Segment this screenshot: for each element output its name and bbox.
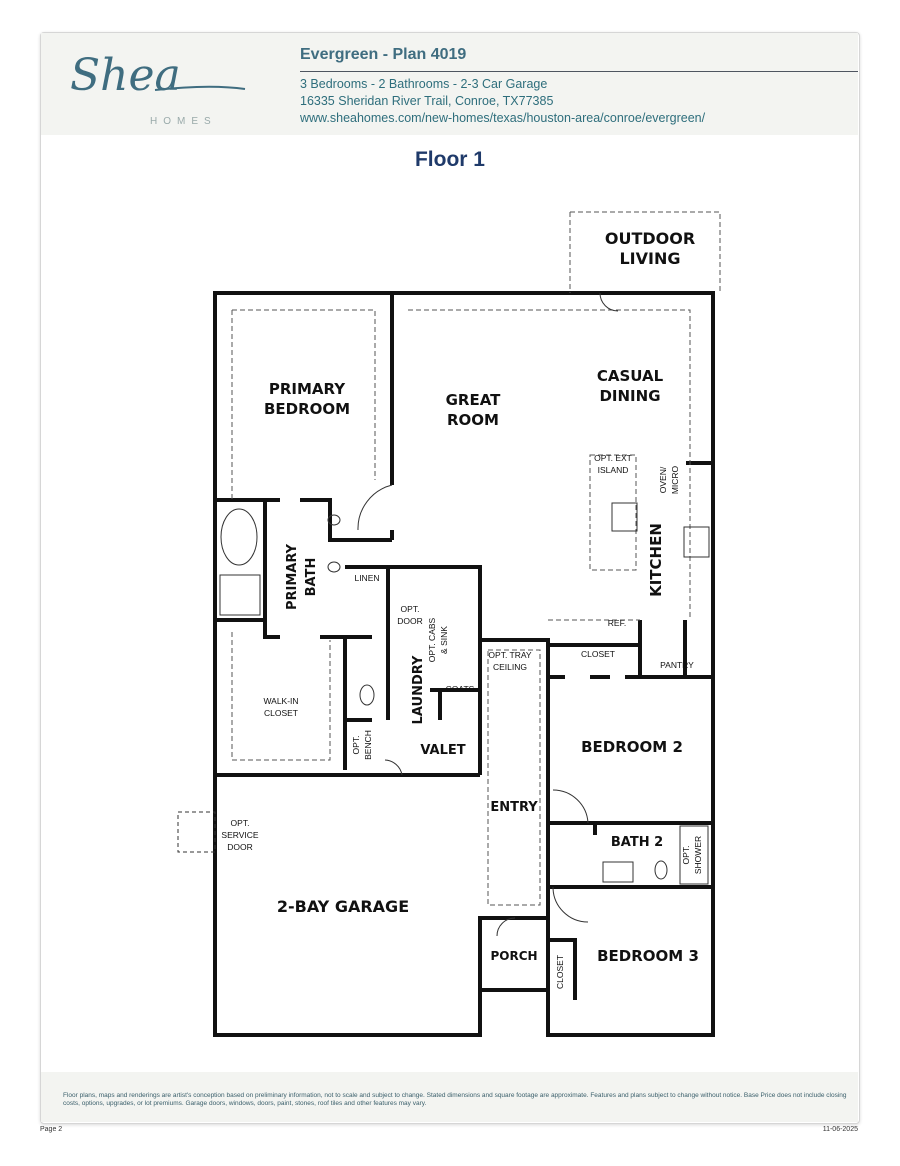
note-ref: REF.: [608, 618, 626, 628]
floor-title: Floor 1: [414, 148, 485, 171]
room-laundry: LAUNDRY: [411, 655, 426, 724]
note-opt-tray-ceiling: OPT. TRAY: [488, 650, 531, 660]
page-number: Page 2: [40, 1126, 63, 1133]
room-bedroom-2: BEDROOM 2: [581, 738, 683, 756]
room-outdoor-living: OUTDOOR: [605, 229, 695, 248]
fixtures: [177, 292, 710, 937]
room-great-room: GREAT: [446, 391, 502, 409]
note-walk-in-closet: WALK-IN: [263, 696, 298, 706]
room-primary-bedroom: PRIMARY: [269, 380, 346, 398]
plan-notes: OPT. EXT ISLAND OVEN/ MICRO LINEN OPT. D…: [221, 453, 703, 989]
note-opt-bench: OPT.: [351, 736, 361, 755]
note-coats: COATS: [446, 684, 475, 694]
note-closet: CLOSET: [581, 649, 615, 659]
note-opt-tray-ceiling: CEILING: [493, 662, 527, 672]
note-walk-in-closet: CLOSET: [264, 708, 298, 718]
room-great-room: ROOM: [447, 411, 499, 429]
logo-subtext: HOMES: [150, 116, 217, 127]
room-labels: OUTDOOR LIVING PRIMARY BEDROOM GREAT ROO…: [264, 229, 699, 965]
note-opt-cabs-sink: OPT. CABS: [427, 617, 437, 662]
note-opt-service-door: SERVICE: [221, 830, 258, 840]
note-opt-shower: OPT.: [681, 846, 691, 865]
note-opt-shower: SHOWER: [693, 836, 703, 874]
sink-icon: [327, 514, 341, 526]
disclaimer: Floor plans, maps and renderings are art…: [63, 1092, 847, 1107]
room-casual-dining: DINING: [599, 387, 660, 405]
shower-icon: [219, 574, 261, 616]
header: [41, 33, 858, 135]
note-opt-bench: BENCH: [363, 730, 373, 760]
sink-icon: [602, 861, 634, 883]
bathtub-icon: [220, 508, 258, 566]
logo-text: Shea: [70, 50, 181, 101]
toilet-icon: [359, 684, 375, 706]
note-opt-door: OPT.: [401, 604, 420, 614]
note-opt-ext-island: OPT. EXT: [594, 453, 632, 463]
note-opt-cabs-sink: & SINK: [439, 626, 449, 654]
kitchen-sink-icon: [611, 502, 638, 532]
room-bath-2: BATH 2: [611, 835, 663, 850]
room-casual-dining: CASUAL: [597, 367, 664, 385]
toilet-icon: [654, 860, 668, 880]
plan-address: 16335 Sheridan River Trail, Conroe, TX77…: [300, 94, 554, 108]
footer: [41, 1072, 858, 1122]
plan-specs: 3 Bedrooms - 2 Bathrooms - 2-3 Car Garag…: [300, 77, 548, 91]
room-primary-bath: PRIMARY: [285, 543, 300, 610]
room-primary-bedroom: BEDROOM: [264, 400, 350, 418]
cooktop-icon: [683, 526, 710, 558]
shower-icon: [679, 825, 709, 885]
room-entry: ENTRY: [490, 800, 538, 815]
note-linen: LINEN: [354, 573, 379, 583]
service-door-outline: [177, 811, 216, 853]
walls: [213, 291, 715, 1037]
room-garage: 2-BAY GARAGE: [277, 897, 409, 916]
note-opt-ext-island: ISLAND: [598, 465, 629, 475]
door-swings: [357, 292, 619, 937]
dashed-ceiling-lines: [231, 211, 721, 906]
page-card: [40, 32, 860, 1124]
note-oven-micro: OVEN/: [658, 466, 668, 493]
note-opt-door: DOOR: [397, 616, 423, 626]
note-opt-service-door: DOOR: [227, 842, 253, 852]
room-outdoor-living: LIVING: [619, 249, 680, 268]
plan-title: Evergreen - Plan 4019: [300, 46, 467, 63]
note-opt-service-door: OPT.: [231, 818, 250, 828]
room-valet: VALET: [420, 743, 465, 758]
header-divider: [300, 71, 858, 72]
note-pantry: PANTRY: [660, 660, 694, 670]
sink-icon: [327, 561, 341, 573]
print-date: 11-06-2025: [822, 1126, 858, 1133]
note-closet: CLOSET: [555, 955, 565, 989]
room-bedroom-3: BEDROOM 3: [597, 947, 699, 965]
shea-homes-logo: Shea HOMES: [70, 50, 246, 127]
plan-url[interactable]: www.sheahomes.com/new-homes/texas/housto…: [300, 111, 706, 125]
room-kitchen: KITCHEN: [647, 523, 665, 597]
room-primary-bath: BATH: [304, 558, 319, 597]
room-porch: PORCH: [490, 949, 537, 963]
note-oven-micro: MICRO: [670, 465, 680, 494]
